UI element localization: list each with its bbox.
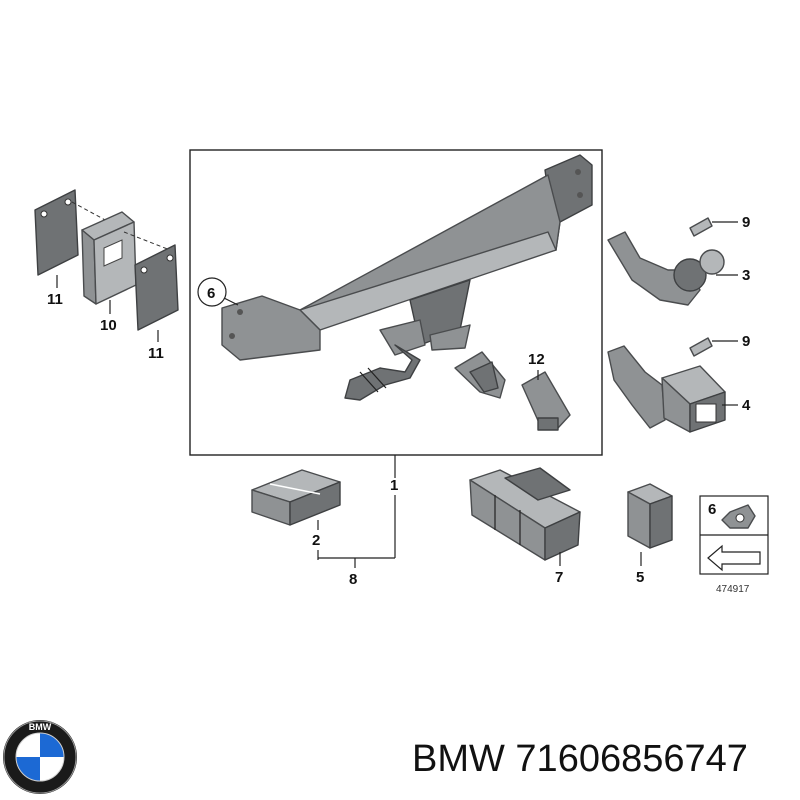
callout-5: 5 (636, 569, 644, 586)
receiver-hitch (607, 345, 726, 433)
callout-7: 7 (555, 569, 563, 586)
wiring-kit-box (251, 469, 341, 526)
callout-6-box: 6 (708, 501, 716, 518)
callout-11-left: 11 (47, 291, 63, 308)
spacer-block (81, 211, 137, 305)
callout-6-frame: 6 (207, 285, 215, 302)
key-top (689, 217, 738, 237)
callout-3: 3 (742, 267, 750, 284)
assembly-frame (189, 149, 603, 456)
callout-10: 10 (100, 317, 117, 334)
callout-9-bottom: 9 (742, 333, 750, 350)
callout-9-top: 9 (742, 214, 750, 231)
callout-4: 4 (742, 397, 751, 414)
callout-12: 12 (528, 351, 545, 368)
callout-2: 2 (312, 532, 320, 549)
holder-bracket (521, 371, 571, 431)
callout-1: 1 (390, 477, 398, 494)
ball-hitch (607, 231, 725, 306)
reference-number: 474917 (716, 584, 750, 595)
mounting-plate-right (134, 244, 179, 331)
bmw-logo: BMW (3, 720, 77, 794)
callout-circle-6 (197, 277, 227, 307)
control-module (627, 483, 673, 549)
callout-8: 8 (349, 571, 357, 588)
reference-box (699, 495, 769, 575)
socket-bracket (344, 344, 421, 401)
tow-bar-crossmember (221, 154, 593, 361)
bmw-logo-text: BMW (29, 722, 52, 732)
key-bottom (689, 337, 738, 357)
storage-tray (469, 467, 581, 561)
part-number-caption: BMW 71606856747 (412, 738, 748, 780)
mounting-clip (454, 351, 506, 399)
mounting-plate-left (34, 189, 79, 276)
callout-11-right: 11 (148, 345, 164, 362)
